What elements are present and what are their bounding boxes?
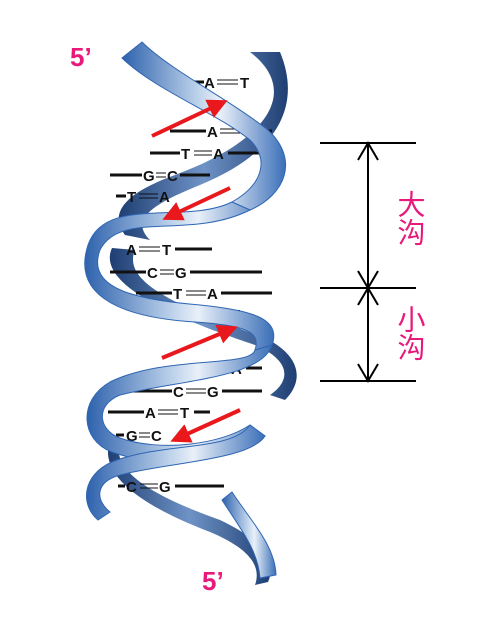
base-left: A [204, 75, 215, 92]
major-groove-arrow-top [357, 141, 379, 161]
base-pair: A T [108, 405, 210, 422]
base-right: A [159, 189, 170, 206]
base-pair: G C [110, 168, 210, 185]
base-right: A [207, 286, 218, 303]
base-pair: T A [116, 189, 170, 206]
front-strand-tail [221, 491, 277, 579]
minor-groove-arrow-top [357, 286, 379, 306]
base-left: T [127, 189, 136, 206]
five-prime-bottom-label: 5’ [202, 566, 224, 596]
base-pair: A T [126, 242, 212, 259]
base-left: A [145, 405, 156, 422]
base-right: G [207, 384, 219, 401]
base-left: T [173, 286, 182, 303]
base-pair: C G [118, 479, 224, 496]
base-pair: T A [136, 286, 272, 303]
base-right: C [167, 168, 178, 185]
back-strand-segment-3 [107, 440, 271, 585]
base-left: T [181, 146, 190, 163]
major-groove-label: 大沟 [394, 190, 427, 246]
base-right: T [240, 75, 249, 92]
five-prime-top-label: 5’ [70, 42, 92, 72]
base-left: A [126, 242, 137, 259]
base-right: G [159, 479, 171, 496]
base-right: A [213, 146, 224, 163]
base-pair: C G [110, 265, 262, 282]
base-left: C [147, 265, 158, 282]
back-strand-segment-1 [118, 52, 288, 240]
arrow-down-2 [170, 408, 241, 443]
base-left: G [126, 428, 138, 445]
arrow-down-1 [162, 186, 231, 221]
back-strand [107, 52, 297, 585]
base-left: C [126, 479, 137, 496]
base-right: T [180, 405, 189, 422]
strand-direction-arrows [151, 99, 241, 443]
base-left: C [173, 384, 184, 401]
base-left: G [143, 168, 155, 185]
front-strand [84, 41, 287, 579]
arrow-up-1 [151, 99, 228, 138]
front-strand-segment-4 [86, 424, 266, 521]
arrow-up-2 [161, 324, 238, 360]
base-pair: G C [116, 428, 162, 445]
base-right: G [175, 265, 187, 282]
back-strand-segment-2 [109, 248, 297, 400]
base-right: C [151, 428, 162, 445]
minor-groove-label: 小沟 [394, 305, 427, 361]
groove-markers [320, 141, 416, 383]
base-left: A [207, 124, 218, 141]
minor-groove-arrow-bottom [357, 363, 379, 383]
base-right: T [162, 242, 171, 259]
